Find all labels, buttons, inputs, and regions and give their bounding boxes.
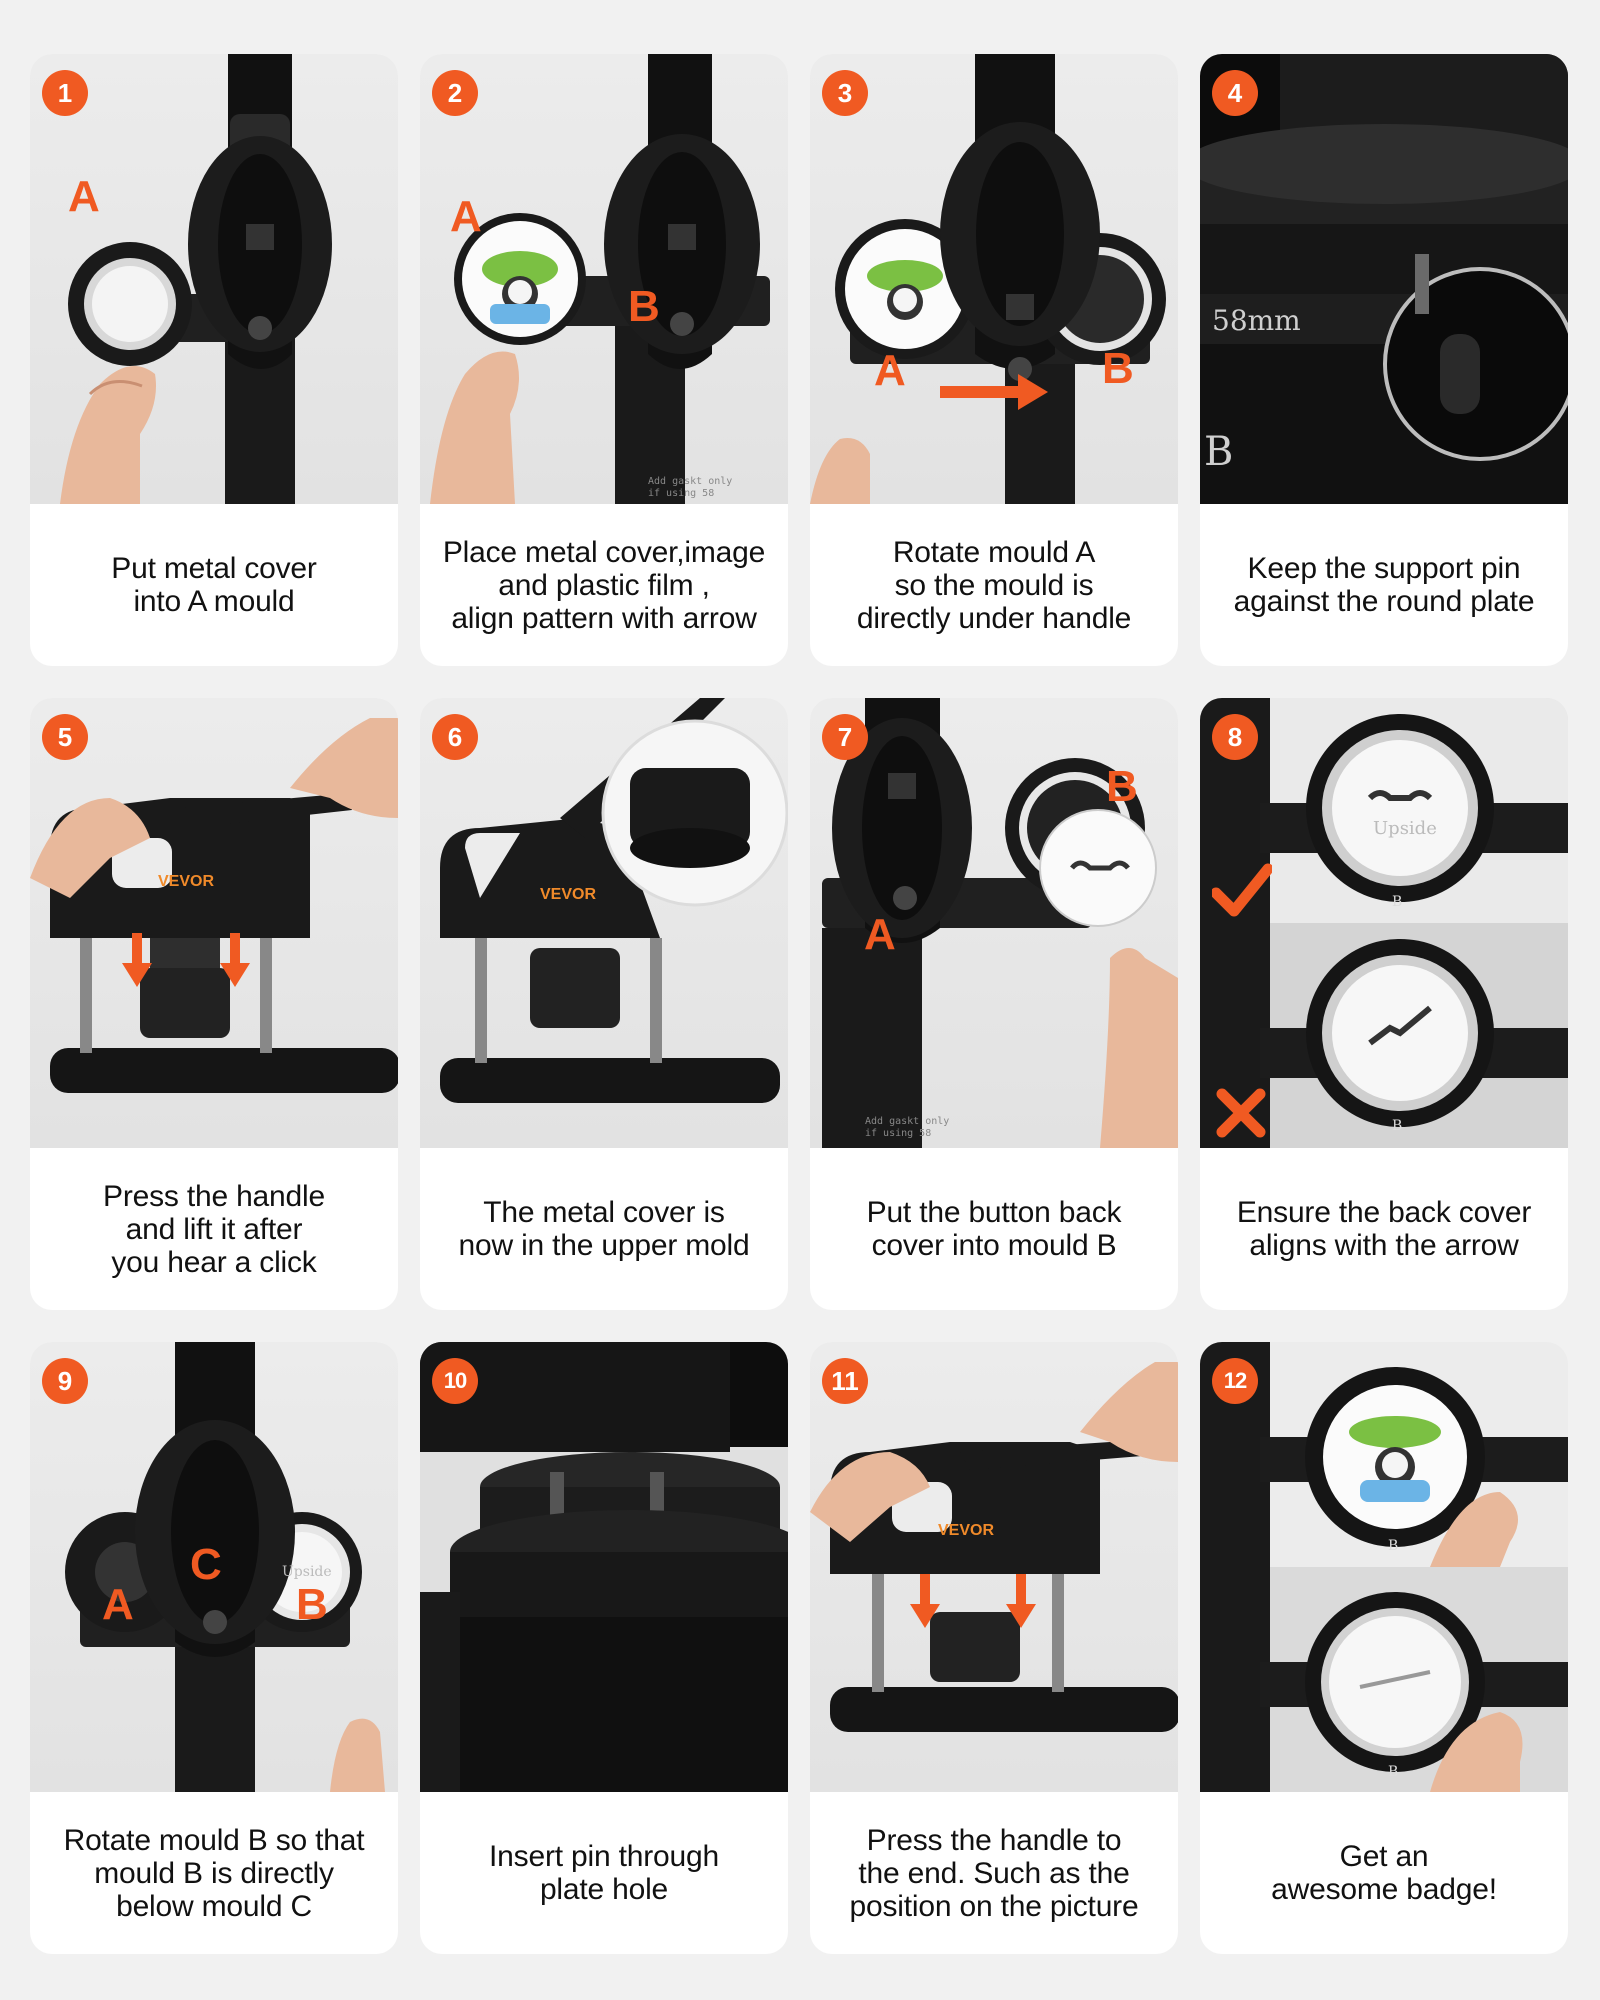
step-11-caption: Press the handle to the end. Such as the…	[849, 1823, 1139, 1923]
check-mark-icon	[1212, 863, 1272, 917]
step-card-4: 4 58mm B Keep the support pin against th…	[1200, 54, 1568, 666]
step-6-photo: 6 VEVOR	[420, 698, 788, 1148]
step-card-11: 11 VEVOR Press the handle to the end. Su…	[810, 1342, 1178, 1954]
upside-label: Upside	[282, 1564, 332, 1580]
press-side-illustration	[30, 718, 398, 1093]
step-1-number-badge: 1	[42, 70, 88, 116]
mould-a-label: A	[874, 346, 906, 395]
step-card-6: 6 VEVOR The metal cover is now in the up…	[420, 698, 788, 1310]
step-card-7: 7 B A Add gaskt only if using 58 Put the…	[810, 698, 1178, 1310]
press-front-illustration	[65, 1342, 385, 1792]
step-3-caption: Rotate mould A so the mould is directly …	[856, 535, 1132, 635]
step-9-caption: Rotate mould B so that mould B is direct…	[63, 1823, 365, 1923]
mould-letter-label: B	[1392, 1118, 1403, 1134]
cross-mark-icon	[1216, 1088, 1266, 1138]
step-card-10: 10 Insert pin through plate hole	[420, 1342, 788, 1954]
step-2-caption: Place metal cover,image and plastic film…	[442, 535, 766, 635]
step-8-photo: 8 Upside B B	[1200, 698, 1568, 1148]
step-4-caption: Keep the support pin against the round p…	[1233, 552, 1535, 618]
step-10-number-badge: 10	[432, 1358, 478, 1404]
vevor-logo: VEVOR	[938, 1522, 995, 1539]
step-7-caption: Put the button back cover into mould B	[866, 1196, 1122, 1262]
mold-base-text: Add gaskt only if using 58	[865, 1116, 950, 1139]
mould-letter-label: B	[1388, 1764, 1399, 1780]
step-card-2: 2 A B Add gaskt only if using 58 Place m…	[420, 54, 788, 666]
press-side-illustration	[440, 698, 788, 1103]
step-5-caption: Press the handle and lift it after you h…	[103, 1179, 325, 1279]
mould-letter-label: B	[1388, 1538, 1399, 1554]
step-8-caption: Ensure the back cover aligns with the ar…	[1236, 1196, 1532, 1262]
mold-base-text: Add gaskt only if using 58	[648, 476, 733, 499]
mould-b-label: B	[296, 1580, 328, 1629]
instruction-grid: 1 A Put metal cover into A mould	[30, 54, 1570, 1954]
step-7-number-badge: 7	[822, 714, 868, 760]
step-3-photo: 3 A B	[810, 54, 1178, 504]
pin-closeup-illustration	[420, 1342, 788, 1792]
step-card-3: 3 A B Rotate mould A so the mould is dir…	[810, 54, 1178, 666]
step-5-number-badge: 5	[42, 714, 88, 760]
step-5-photo: 5 VEVOR	[30, 698, 398, 1148]
step-12-caption: Get an awesome badge!	[1271, 1840, 1497, 1906]
mould-size-label: 58mm	[1212, 304, 1301, 337]
mould-b-label: B	[1106, 762, 1138, 811]
press-front-illustration	[60, 54, 332, 504]
press-front-illustration	[810, 54, 1166, 504]
mould-a-label: A	[864, 910, 896, 959]
mould-a-label: A	[450, 192, 482, 241]
arrow-down-icon	[910, 1574, 940, 1628]
step-12-number-badge: 12	[1212, 1358, 1258, 1404]
arrow-down-icon	[220, 933, 250, 987]
step-9-number-badge: 9	[42, 1358, 88, 1404]
step-2-photo: 2 A B Add gaskt only if using 58	[420, 54, 788, 504]
step-card-9: 9 C A B Upside Rotate mould B so that mo…	[30, 1342, 398, 1954]
step-10-caption: Insert pin through plate hole	[489, 1840, 719, 1906]
step-12-photo: 12 B B	[1200, 1342, 1568, 1792]
step-8-number-badge: 8	[1212, 714, 1258, 760]
upside-label: Upside	[1373, 818, 1437, 839]
step-6-number-badge: 6	[432, 714, 478, 760]
mould-closeup-illustration	[1200, 54, 1568, 504]
press-side-illustration	[810, 1362, 1178, 1732]
arrow-right-icon	[940, 374, 1048, 410]
step-3-number-badge: 3	[822, 70, 868, 116]
press-front-illustration	[822, 698, 1178, 1148]
mould-b-label: B	[1102, 344, 1134, 393]
step-2-number-badge: 2	[432, 70, 478, 116]
step-card-12: 12 B B Get an awesome badge!	[1200, 1342, 1568, 1954]
mould-b-label: B	[628, 282, 660, 331]
step-7-photo: 7 B A Add gaskt only if using 58	[810, 698, 1178, 1148]
step-card-5: 5 VEVOR Press the handle and lift it aft…	[30, 698, 398, 1310]
step-11-photo: 11 VEVOR	[810, 1342, 1178, 1792]
step-1-caption: Put metal cover into A mould	[111, 552, 317, 618]
arrow-down-icon	[122, 933, 152, 987]
step-10-photo: 10	[420, 1342, 788, 1792]
step-11-number-badge: 11	[822, 1358, 868, 1404]
step-6-caption: The metal cover is now in the upper mold	[458, 1196, 750, 1262]
step-card-1: 1 A Put metal cover into A mould	[30, 54, 398, 666]
mould-letter-label: B	[1204, 429, 1234, 475]
step-9-photo: 9 C A B Upside	[30, 1342, 398, 1792]
finished-badge-illustration	[1200, 1342, 1568, 1792]
step-4-photo: 4 58mm B	[1200, 54, 1568, 504]
mould-c-label: C	[190, 1540, 222, 1589]
vevor-logo: VEVOR	[158, 873, 215, 890]
mould-a-label: A	[68, 172, 100, 221]
step-1-photo: 1 A	[30, 54, 398, 504]
step-card-8: 8 Upside B B Ensure the back cover align…	[1200, 698, 1568, 1310]
mould-letter-label: B	[1392, 894, 1403, 910]
arrow-down-icon	[1006, 1574, 1036, 1628]
vevor-logo: VEVOR	[540, 886, 597, 903]
press-front-illustration	[430, 54, 770, 504]
mould-a-label: A	[102, 1580, 134, 1629]
step-4-number-badge: 4	[1212, 70, 1258, 116]
mould-comparison-illustration	[1200, 698, 1568, 1148]
